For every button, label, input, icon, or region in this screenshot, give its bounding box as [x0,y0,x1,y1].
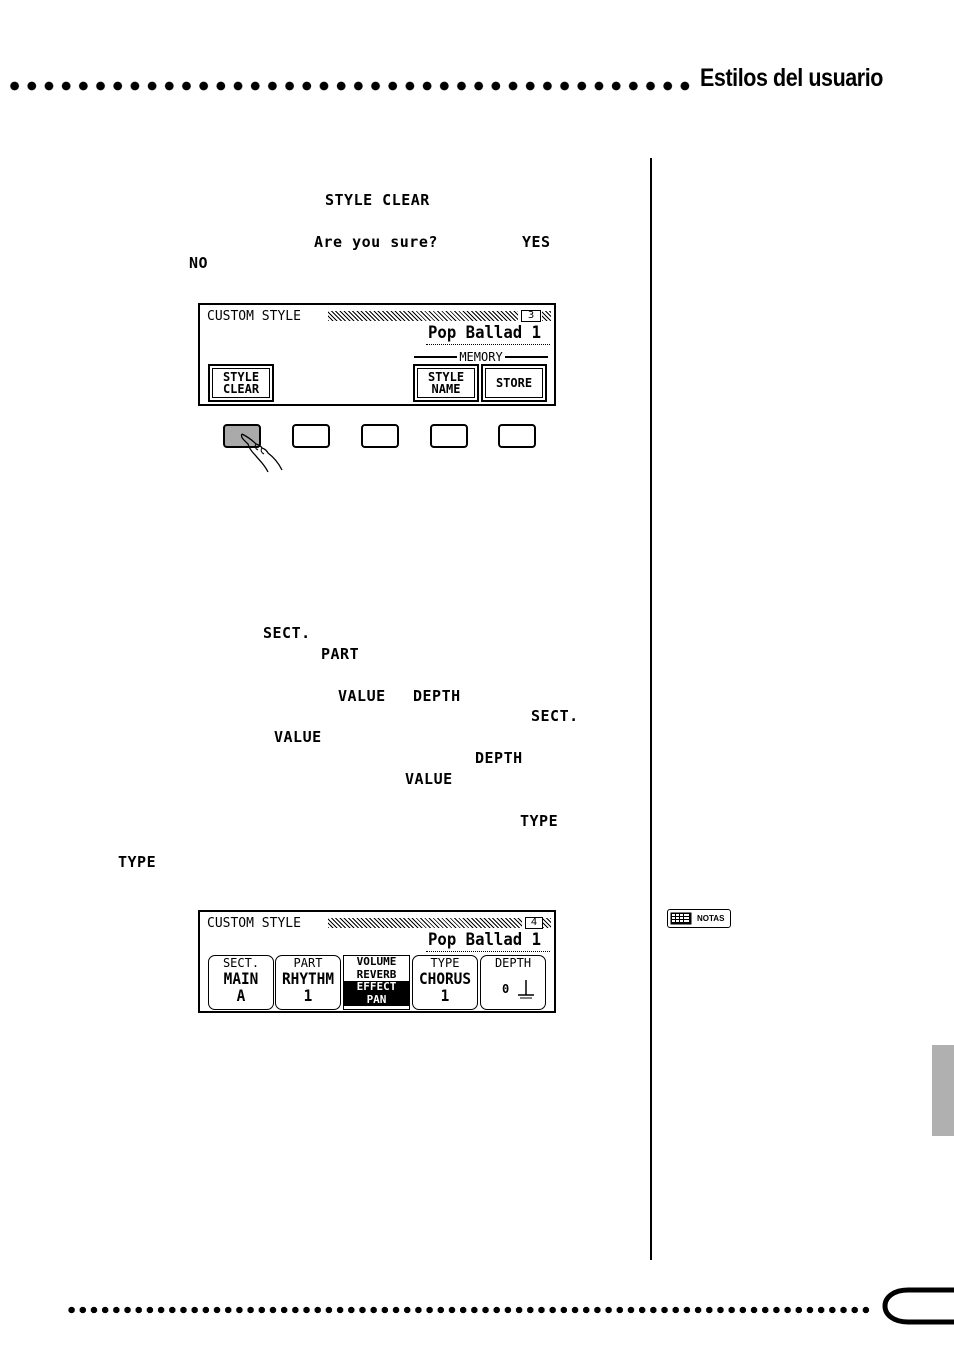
lcd-name-underline [426,344,550,345]
effect-pan: PAN [344,993,409,1006]
lcd-hatch-bar [328,918,522,928]
term-sect-2: SECT. [531,707,579,725]
term-style-clear: STYLE CLEAR [325,191,430,209]
lcd-display-effect: CUSTOM STYLE 4 Pop Ballad 1 SECT. MAIN A… [198,910,556,1013]
term-value-1: VALUE [338,687,386,705]
memory-group-label: MEMORY [414,350,549,364]
lcd-name-underline [426,951,550,952]
lcd-page-number: 3 [521,310,541,322]
lcd-button-store[interactable]: STORE [481,364,547,402]
depth-slider-icon [518,980,534,999]
term-sect: SECT. [263,624,311,642]
param-part[interactable]: PART RHYTHM 1 [275,955,341,1010]
lcd-hatch-end [542,311,551,321]
panel-button-1[interactable] [223,424,261,448]
header-dots [6,80,692,92]
effect-volume: VOLUME [356,955,397,968]
param-type[interactable]: TYPE CHORUS 1 [412,955,478,1010]
term-type-2: TYPE [118,853,157,871]
term-part: PART [321,645,360,663]
term-are-you-sure: Are you sure? [314,233,438,251]
lcd-page-number: 4 [525,917,543,929]
term-value-2: VALUE [274,728,322,746]
term-yes: YES [522,233,551,251]
term-depth-2: DEPTH [475,749,523,767]
panel-button-5[interactable] [498,424,536,448]
lcd-hatch-bar [328,311,518,321]
term-value-3: VALUE [405,770,453,788]
effect-selector[interactable]: VOLUME REVERB EFFECT PAN [343,955,410,1010]
lcd-title: CUSTOM STYLE [207,916,301,931]
panel-button-4[interactable] [430,424,468,448]
lcd-hatch-end [543,918,551,928]
lcd-style-name: Pop Ballad 1 [428,323,542,343]
lcd-title: CUSTOM STYLE [207,309,301,324]
page-title: Estilos del usuario [700,64,883,92]
panel-button-3[interactable] [361,424,399,448]
lcd-style-name: Pop Ballad 1 [428,930,542,950]
column-divider [650,158,652,1260]
section-tab [932,1045,954,1136]
effect-effect-selected: EFFECT [344,980,409,994]
term-depth-1: DEPTH [413,687,461,705]
term-no: NO [189,254,209,272]
notes-badge: NOTAS [667,909,731,928]
term-type-1: TYPE [520,812,559,830]
pointing-hand-icon [240,433,283,473]
effect-reverb: REVERB [356,967,397,981]
param-sect[interactable]: SECT. MAIN A [208,955,274,1010]
notes-icon [670,912,692,925]
page-number-tab [882,1287,954,1325]
panel-button-2[interactable] [292,424,330,448]
notes-label: NOTAS [697,914,725,923]
footer-dots [66,1305,870,1315]
lcd-display-memory: CUSTOM STYLE 3 Pop Ballad 1 MEMORY STYLE… [198,303,556,406]
param-depth[interactable]: DEPTH 0 [480,955,546,1010]
